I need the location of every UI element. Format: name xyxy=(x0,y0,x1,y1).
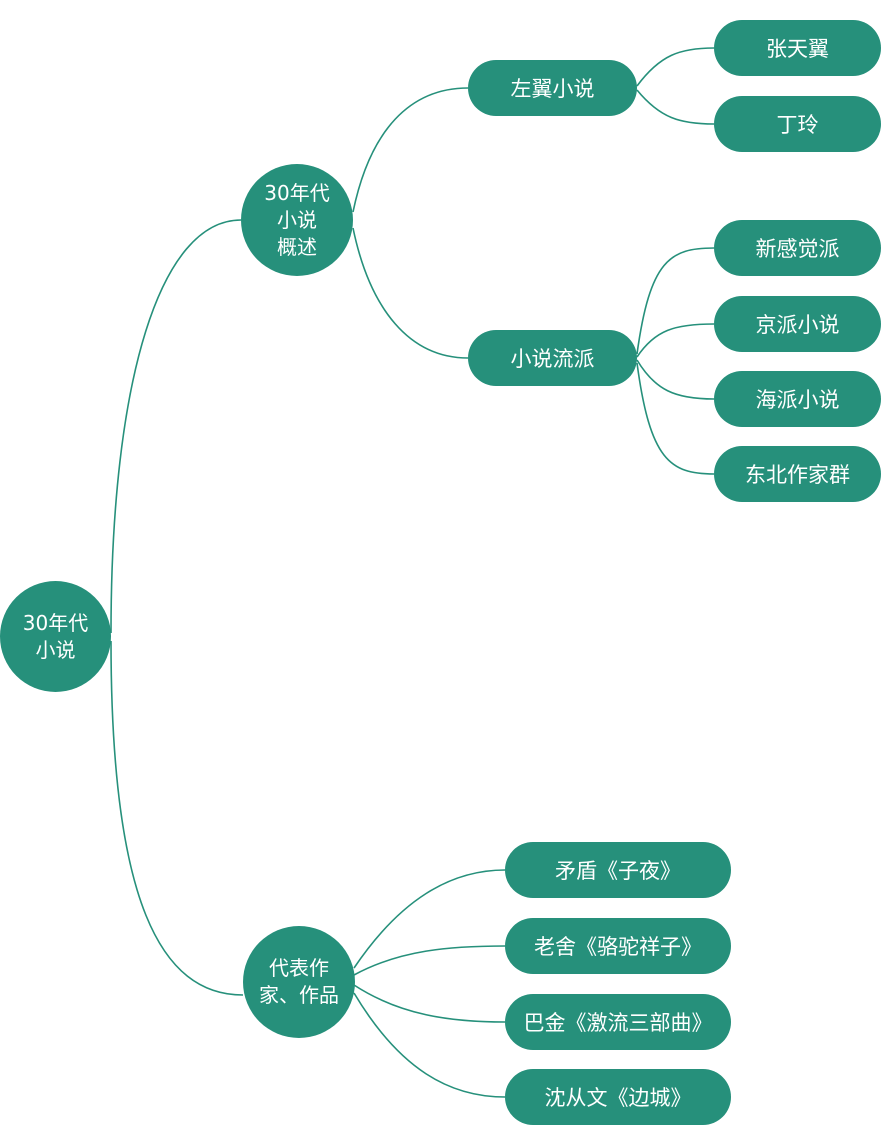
leaf-dongbei[interactable]: 东北作家群 xyxy=(714,446,881,502)
root-line-2: 小说 xyxy=(35,637,76,662)
edge-rep-bajin xyxy=(353,984,506,1023)
leaf-laoshe-luotuoxiangzi[interactable]: 老舍《骆驼祥子》 xyxy=(505,918,731,974)
edge-schools-haipai xyxy=(636,359,715,400)
leaf-bajin-jiliu[interactable]: 巴金《激流三部曲》 xyxy=(505,994,731,1050)
leaf-jingpai[interactable]: 京派小说 xyxy=(714,296,881,352)
representatives-line-1: 代表作 xyxy=(269,956,329,980)
edge-rep-shencongwen xyxy=(353,992,506,1098)
leaf-xinganjuepai[interactable]: 新感觉派 xyxy=(714,220,881,276)
edge-root-overview xyxy=(110,219,242,634)
overview-line-2: 小说 xyxy=(276,207,317,232)
edge-rep-maodun xyxy=(353,869,506,969)
leaf-shencongwen-biancheng[interactable]: 沈从文《边城》 xyxy=(505,1069,731,1125)
leaf-haipai[interactable]: 海派小说 xyxy=(714,371,881,427)
edge-root-representatives xyxy=(110,640,244,996)
leaf-dingling[interactable]: 丁玲 xyxy=(714,96,881,152)
schools-node[interactable]: 小说流派 xyxy=(468,330,637,386)
edge-overview-leftwing xyxy=(352,87,469,213)
overview-line-1: 30年代 xyxy=(264,180,330,205)
edge-leftwing-dingling xyxy=(636,89,715,125)
edge-schools-dongbei xyxy=(636,362,715,475)
root-node[interactable]: 30年代 小说 xyxy=(0,581,111,692)
overview-node[interactable]: 30年代 小说 概述 xyxy=(241,164,353,276)
representatives-node[interactable]: 代表作 家、作品 xyxy=(243,926,355,1038)
edge-schools-jingpai xyxy=(636,323,715,358)
leaf-zhangtianyi[interactable]: 张天翼 xyxy=(714,20,881,76)
edge-leftwing-zhangtianyi xyxy=(636,47,715,87)
edge-schools-xinganjue xyxy=(636,247,715,355)
overview-line-3: 概述 xyxy=(276,234,317,259)
leftwing-node[interactable]: 左翼小说 xyxy=(468,60,637,116)
leaf-maodun-ziye[interactable]: 矛盾《子夜》 xyxy=(505,842,731,898)
edge-overview-schools xyxy=(352,227,469,359)
root-line-1: 30年代 xyxy=(22,610,89,635)
representatives-line-2: 家、作品 xyxy=(259,983,339,1007)
edge-rep-laoshe xyxy=(353,945,506,976)
